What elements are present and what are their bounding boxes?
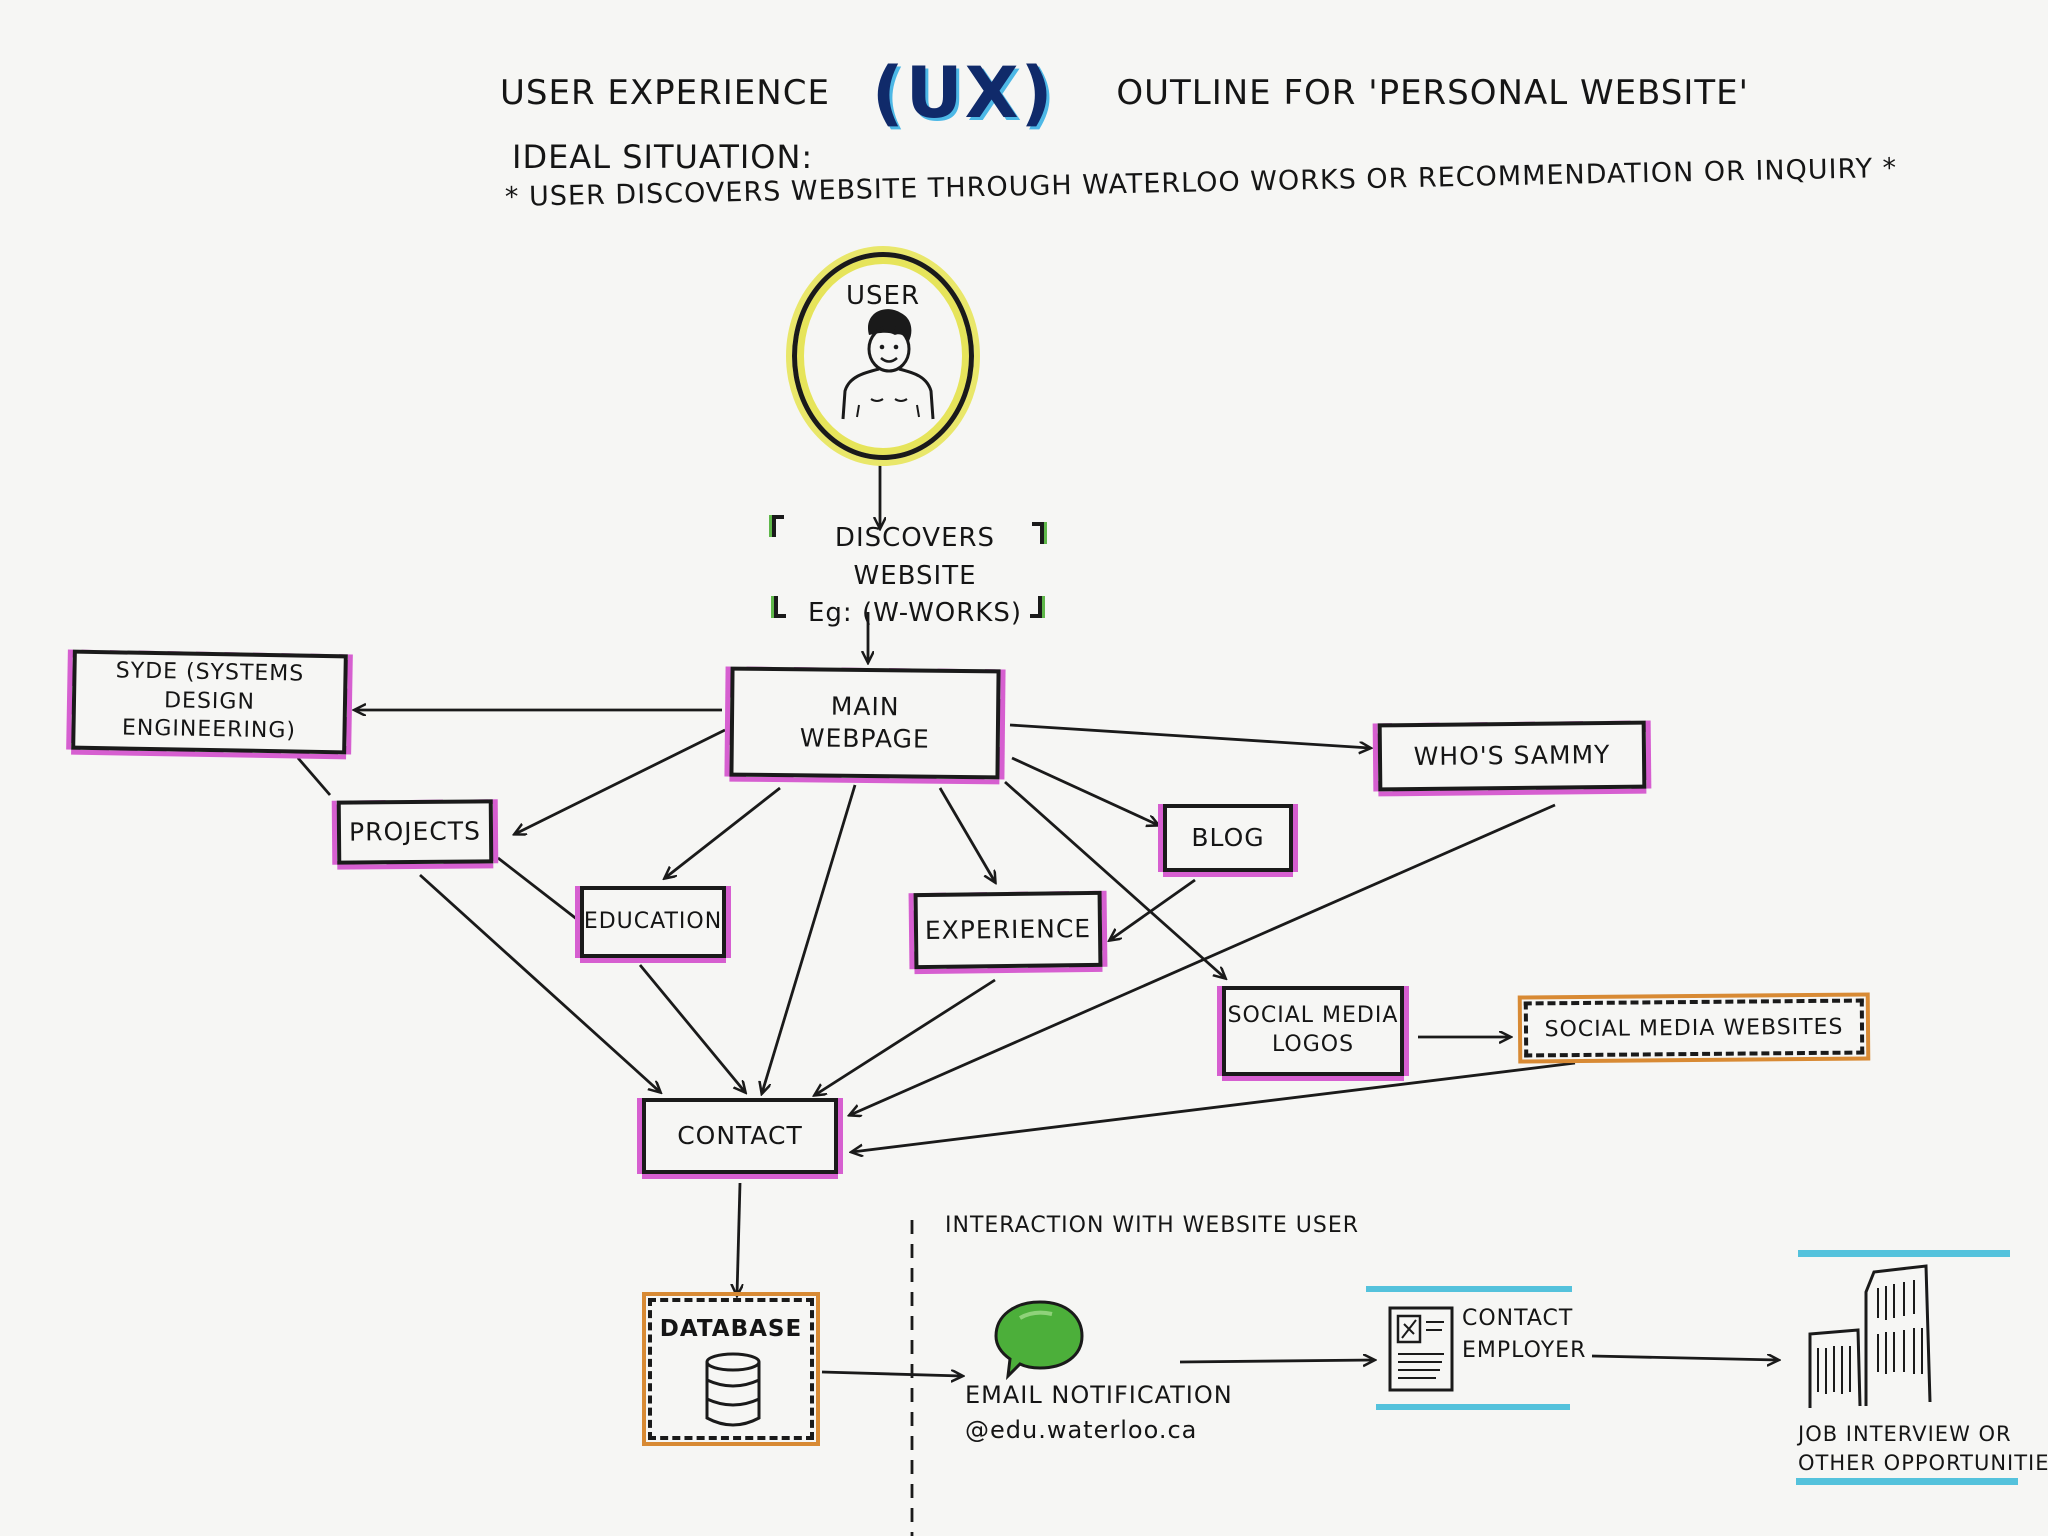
blog-node: BLOG — [1163, 804, 1293, 872]
job-line1: JOB INTERVIEW OR — [1798, 1422, 2012, 1446]
database-label: DATABASE — [659, 1316, 803, 1342]
title-prefix: USER EXPERIENCE — [500, 73, 830, 113]
experience-label: EXPERIENCE — [924, 913, 1092, 945]
contact-label: CONTACT — [677, 1120, 803, 1150]
title-suffix: OUTLINE FOR 'PERSONAL WEBSITE' — [1116, 73, 1749, 113]
syde-node: SYDE (SYSTEMS DESIGN ENGINEERING) — [71, 649, 348, 755]
email-line2: @edu.waterloo.ca — [965, 1415, 1198, 1444]
arrow-whos-sammy-to-contact — [850, 803, 1556, 1115]
discover-bracket-tl — [772, 515, 784, 537]
email-line1: EMAIL NOTIFICATION — [965, 1381, 1233, 1409]
arrow-blog-to-experience — [1110, 878, 1196, 940]
main-line2: WEBPAGE — [799, 723, 930, 754]
arrow-social-websites-to-contact — [852, 1061, 1576, 1152]
job-bottom-line — [1796, 1478, 2018, 1485]
education-node: EDUCATION — [580, 886, 726, 958]
arrow-main-to-projects — [515, 728, 726, 834]
user-node: USER — [792, 252, 974, 460]
social-logos-line2: LOGOS — [1271, 1032, 1355, 1057]
employer-line1: CONTACT — [1462, 1306, 1574, 1331]
whos-sammy-label: WHO'S SAMMY — [1413, 739, 1611, 771]
discover-bracket-tr — [1032, 522, 1044, 544]
arrow-projects-to-contact — [419, 873, 660, 1092]
email-notification-label: EMAIL NOTIFICATION @edu.waterloo.ca — [965, 1378, 1233, 1448]
employer-bottom-line — [1376, 1404, 1570, 1410]
link-projects-to-education — [497, 856, 579, 922]
projects-label: PROJECTS — [348, 816, 482, 847]
database-icon — [705, 1352, 761, 1427]
arrow-main-to-social-logos — [1004, 780, 1225, 978]
job-top-line — [1798, 1250, 2010, 1257]
arrow-main-to-education — [665, 786, 781, 878]
discover-bracket-br — [1030, 596, 1042, 618]
social-logos-line1: SOCIAL MEDIA — [1227, 1003, 1399, 1029]
discover-website-node: DISCOVERS WEBSITE Eg: (W-WORKS) — [780, 520, 1050, 633]
experience-node: EXPERIENCE — [913, 890, 1103, 970]
arrow-experience-to-contact — [815, 978, 996, 1095]
arrow-main-to-experience — [938, 787, 995, 882]
employer-top-line — [1366, 1286, 1572, 1292]
arrow-email-to-employer — [1179, 1360, 1374, 1362]
syde-line1: SYDE (SYSTEMS DESIGN — [115, 658, 305, 715]
employer-line2: EMPLOYER — [1462, 1337, 1587, 1363]
syde-line2: ENGINEERING) — [121, 715, 297, 744]
buildings-icon — [1808, 1264, 1932, 1408]
discover-bracket-bl — [774, 596, 786, 618]
main-line1: MAIN — [830, 691, 900, 721]
arrow-employer-to-job — [1591, 1356, 1778, 1360]
projects-node: PROJECTS — [336, 799, 494, 865]
discover-line1: DISCOVERS WEBSITE — [834, 523, 996, 591]
job-line2: OTHER OPPORTUNITIES — [1798, 1451, 2048, 1476]
title-ux-badge: (UX) — [871, 52, 1055, 134]
resume-icon — [1388, 1306, 1454, 1392]
chat-bubble-icon — [994, 1300, 1084, 1381]
contact-employer-label: CONTACT EMPLOYER — [1462, 1303, 1586, 1367]
social-media-logos-node: SOCIAL MEDIA LOGOS — [1222, 986, 1404, 1076]
ideal-situation-heading: IDEAL SITUATION: — [512, 138, 814, 176]
contact-node: CONTACT — [642, 1098, 838, 1174]
social-media-websites-node: SOCIAL MEDIA WEBSITES — [1517, 992, 1871, 1064]
database-node: DATABASE — [642, 1292, 820, 1446]
user-label: USER — [845, 281, 921, 311]
social-websites-label: SOCIAL MEDIA WEBSITES — [1544, 1014, 1844, 1042]
arrow-main-to-blog — [1011, 756, 1158, 825]
education-label: EDUCATION — [583, 908, 723, 934]
main-webpage-node: MAIN WEBPAGE — [729, 666, 1001, 780]
link-syde-to-projects — [296, 757, 332, 796]
blog-label: BLOG — [1191, 822, 1265, 852]
page-title: USER EXPERIENCE (UX) OUTLINE FOR 'PERSON… — [500, 52, 1749, 134]
interaction-section-label: INTERACTION WITH WEBSITE USER — [945, 1213, 1360, 1238]
whos-sammy-node: WHO'S SAMMY — [1377, 720, 1647, 792]
discover-line2: Eg: (W-WORKS) — [807, 598, 1023, 629]
arrow-education-to-contact — [638, 964, 745, 1092]
arrow-contact-to-database — [737, 1182, 740, 1295]
arrow-main-to-contact — [762, 784, 857, 1093]
job-interview-label: JOB INTERVIEW OR OTHER OPPORTUNITIES — [1798, 1420, 2048, 1479]
person-icon — [841, 309, 935, 420]
arrow-main-to-whos-sammy — [1009, 723, 1370, 748]
arrow-database-to-email — [821, 1372, 962, 1376]
